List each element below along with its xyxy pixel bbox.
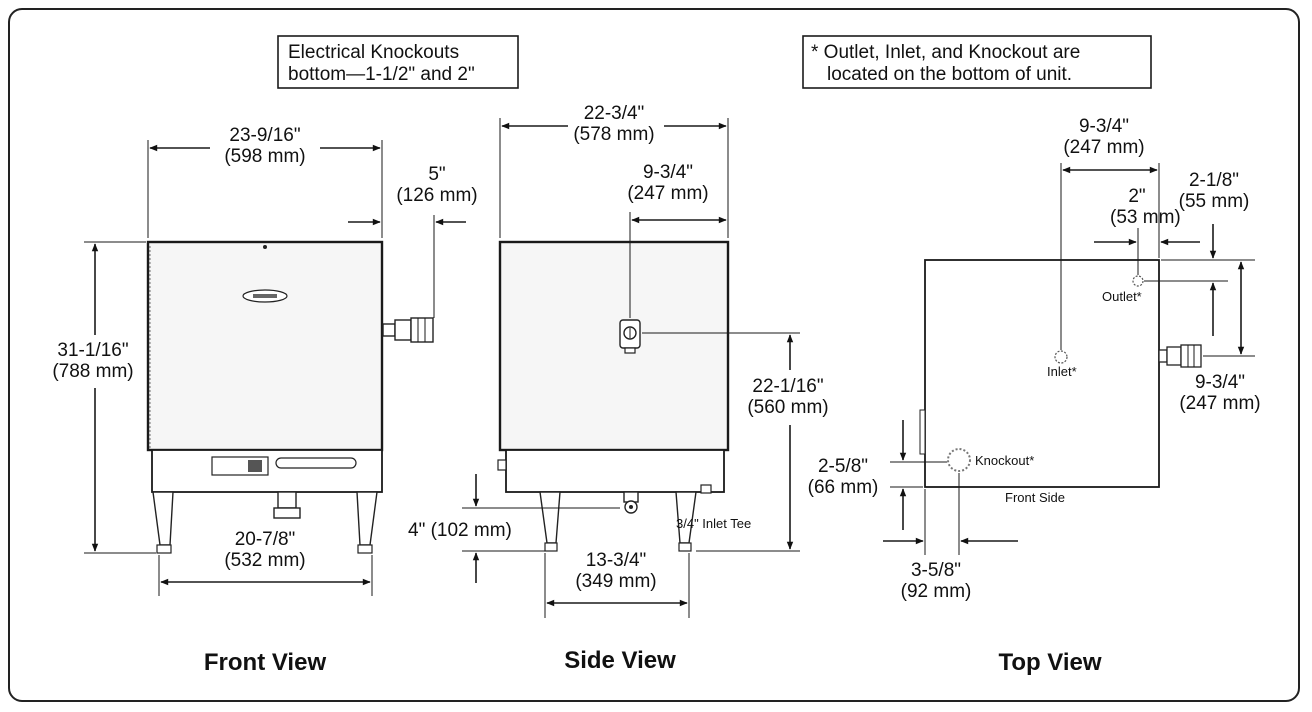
top-outlet-in: 2" — [1128, 186, 1145, 207]
top-inlet-mm: (247 mm) — [1063, 137, 1144, 158]
bottom-location-note: * Outlet, Inlet, and Knockout are locate… — [802, 35, 1152, 89]
side-base — [505, 449, 725, 493]
top-view-title: Top View — [998, 649, 1101, 676]
side-inlet-height: 4" (102 mm) — [408, 520, 512, 541]
bottom-inlet-icon — [273, 491, 301, 519]
bottom-note-line2: located on the bottom of unit. — [827, 64, 1072, 85]
side-valve-mm: (247 mm) — [627, 183, 708, 204]
side-width-in: 22-3/4" — [584, 103, 645, 124]
side-legs-in: 13-3/4" — [586, 550, 647, 571]
top-outlet-side-mm: (55 mm) — [1179, 191, 1250, 212]
front-fitting-mm: (126 mm) — [396, 185, 477, 206]
front-legs-in: 20-7/8" — [235, 529, 296, 550]
front-view: 23-9/16" (598 mm) 5" (126 mm) 31-1/16" (… — [52, 125, 477, 676]
electrical-knockouts-note: Electrical Knockouts bottom—1-1/2" and 2… — [277, 35, 519, 89]
outlet-label: Outlet* — [1102, 289, 1142, 304]
top-outlet-mm: (53 mm) — [1110, 207, 1181, 228]
knockout-label: Knockout* — [975, 453, 1034, 468]
side-valve-height-mm: (560 mm) — [747, 397, 828, 418]
top-knockout-depth-in: 2-5/8" — [818, 456, 868, 477]
front-height-mm: (788 mm) — [52, 361, 133, 382]
top-inlet-in: 9-3/4" — [1079, 116, 1129, 137]
inlet-tee-icon — [623, 491, 639, 514]
front-view-title: Front View — [204, 649, 327, 676]
electrical-note-line2: bottom—1-1/2" and 2" — [288, 64, 475, 85]
front-leg-left — [152, 491, 174, 546]
side-valve-height-in: 22-1/16" — [752, 376, 823, 397]
front-leg-right — [356, 491, 378, 546]
side-view-title: Side View — [564, 647, 676, 674]
top-knockout-side-in: 3-5/8" — [911, 560, 961, 581]
front-cabinet — [146, 240, 384, 452]
side-cabinet — [498, 240, 730, 452]
side-legs-mm: (349 mm) — [575, 571, 656, 592]
side-view: 22-3/4" (578 mm) 9-3/4" (247 mm) 22-1/16… — [408, 103, 829, 674]
pressure-valve-icon — [619, 319, 641, 354]
side-width-mm: (578 mm) — [573, 124, 654, 145]
top-fitting-icon — [1158, 344, 1202, 368]
top-fitting-in: 9-3/4" — [1195, 372, 1245, 393]
top-knockout-depth-mm: (66 mm) — [808, 477, 879, 498]
side-valve-in: 9-3/4" — [643, 162, 693, 183]
top-outlet-side-in: 2-1/8" — [1189, 170, 1239, 191]
front-fitting-in: 5" — [428, 164, 445, 185]
bottom-note-line1: * Outlet, Inlet, and Knockout are — [811, 42, 1080, 63]
front-side-label: Front Side — [1005, 490, 1065, 505]
inlet-label: Inlet* — [1047, 364, 1077, 379]
top-view: Outlet* Inlet* Knockout* Front Side 9-3/… — [808, 116, 1261, 676]
drawing-frame — [8, 8, 1300, 702]
inlet-tee-label: 3/4" Inlet Tee — [676, 516, 751, 531]
side-leg-left — [539, 491, 561, 544]
knockout-icon — [947, 448, 971, 472]
front-legs-mm: (532 mm) — [224, 550, 305, 571]
front-width-in: 23-9/16" — [229, 125, 300, 146]
front-height-in: 31-1/16" — [57, 340, 128, 361]
inlet-icon — [1054, 350, 1068, 364]
outlet-icon — [1132, 275, 1144, 287]
side-fitting-icon — [382, 317, 434, 343]
top-knockout-side-mm: (92 mm) — [901, 581, 972, 602]
front-width-mm: (598 mm) — [224, 146, 305, 167]
top-fitting-mm: (247 mm) — [1179, 393, 1260, 414]
electrical-note-line1: Electrical Knockouts — [288, 42, 459, 63]
